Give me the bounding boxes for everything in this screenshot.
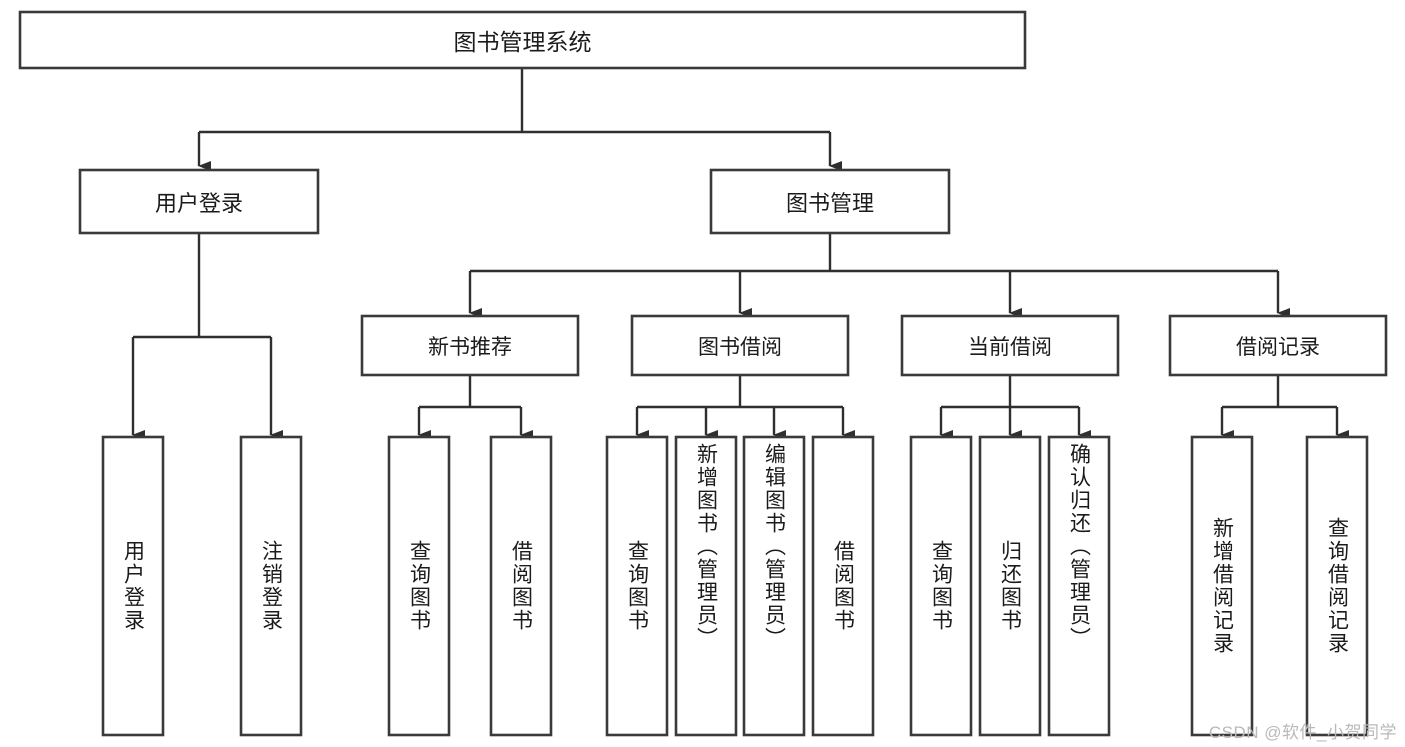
- node-box-user-login[interactable]: [78, 168, 320, 235]
- node-box-borrow-record[interactable]: [1168, 314, 1388, 377]
- node-box-leaf-query-book-3[interactable]: [909, 435, 973, 737]
- csdn-watermark: CSDN @软件_小贺同学: [1208, 723, 1397, 742]
- node-box-leaf-borrow-book-1[interactable]: [489, 435, 553, 737]
- node-box-book-manage[interactable]: [709, 168, 951, 235]
- connector-bookmanage-to-level3: [468, 233, 1290, 318]
- node-box-leaf-add-book[interactable]: [674, 435, 738, 737]
- node-box-leaf-edit-book[interactable]: [742, 435, 806, 737]
- node-box-leaf-query-book-1[interactable]: [387, 435, 451, 737]
- node-box-leaf-logout-login[interactable]: [239, 435, 303, 737]
- node-box-leaf-user-login[interactable]: [101, 435, 165, 737]
- node-box-book-borrow[interactable]: [630, 314, 850, 377]
- node-box-leaf-add-record[interactable]: [1190, 435, 1254, 737]
- connector-currentborrow-to-leaves: [939, 375, 1091, 440]
- node-box-leaf-borrow-book-2[interactable]: [811, 435, 875, 737]
- node-box-root[interactable]: [18, 10, 1027, 70]
- node-box-leaf-confirm-return[interactable]: [1047, 435, 1111, 737]
- node-box-current-borrow[interactable]: [900, 314, 1120, 377]
- node-box-leaf-return-book[interactable]: [978, 435, 1042, 737]
- connector-newbook-to-leaves: [417, 375, 533, 440]
- connector-root-to-level2: [197, 68, 842, 171]
- node-box-leaf-query-book-2[interactable]: [605, 435, 669, 737]
- connector-userlogin-to-leaves: [131, 233, 283, 440]
- node-box-leaf-query-record[interactable]: [1305, 435, 1369, 737]
- connector-borrowrecord-to-leaves: [1220, 375, 1349, 440]
- node-box-new-book-recommend[interactable]: [360, 314, 580, 377]
- connector-bookborrow-to-leaves: [635, 375, 855, 440]
